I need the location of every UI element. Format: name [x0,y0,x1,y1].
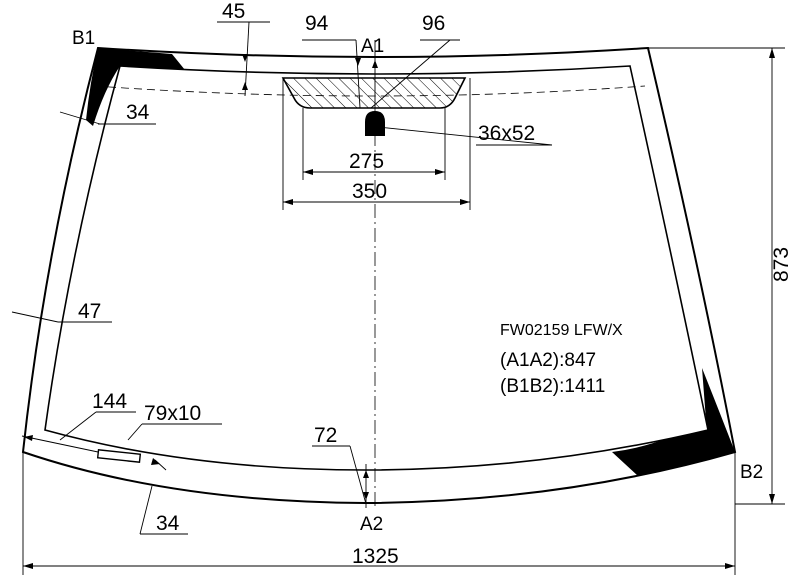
sensor-area [281,77,467,109]
dim-left-black: 34 [126,101,150,124]
dim-bottom-left: 34 [156,512,180,535]
dim-sensor-left: 94 [305,12,329,35]
dim-inner-width: 275 [349,150,384,173]
point-a2-label: A2 [360,514,383,535]
dim-sensor-right: 96 [422,12,445,35]
dim-outer-width: 350 [352,180,387,203]
black-frit-bottom-right [612,368,735,476]
dim-sensor-size: 36x52 [478,122,535,145]
point-b2-label: B2 [740,462,763,483]
shade-band-line [94,85,646,97]
a1a2-measure: (A1A2):847 [500,350,596,371]
dim-total-width: 1325 [352,545,399,568]
dim-side-band: 47 [78,300,101,323]
dim-bottom-band: 72 [314,424,337,447]
rain-sensor-pad [365,111,385,136]
dim-height: 873 [770,247,793,282]
dim-top-band: 45 [222,0,245,23]
black-frit-top-left [86,48,185,126]
dim-vin-distance: 144 [92,390,127,413]
dimension-lines [11,21,785,575]
point-b1-label: B1 [72,28,95,49]
dim-vin-size: 79x10 [144,402,201,425]
point-a1-label: A1 [361,36,384,57]
b1b2-measure: (B1B2):1411 [500,376,605,397]
arrowheads [23,48,775,569]
vin-window [96,449,142,463]
glass-inner-edge [44,65,709,471]
part-code: FW02159 LFW/X [500,322,623,339]
